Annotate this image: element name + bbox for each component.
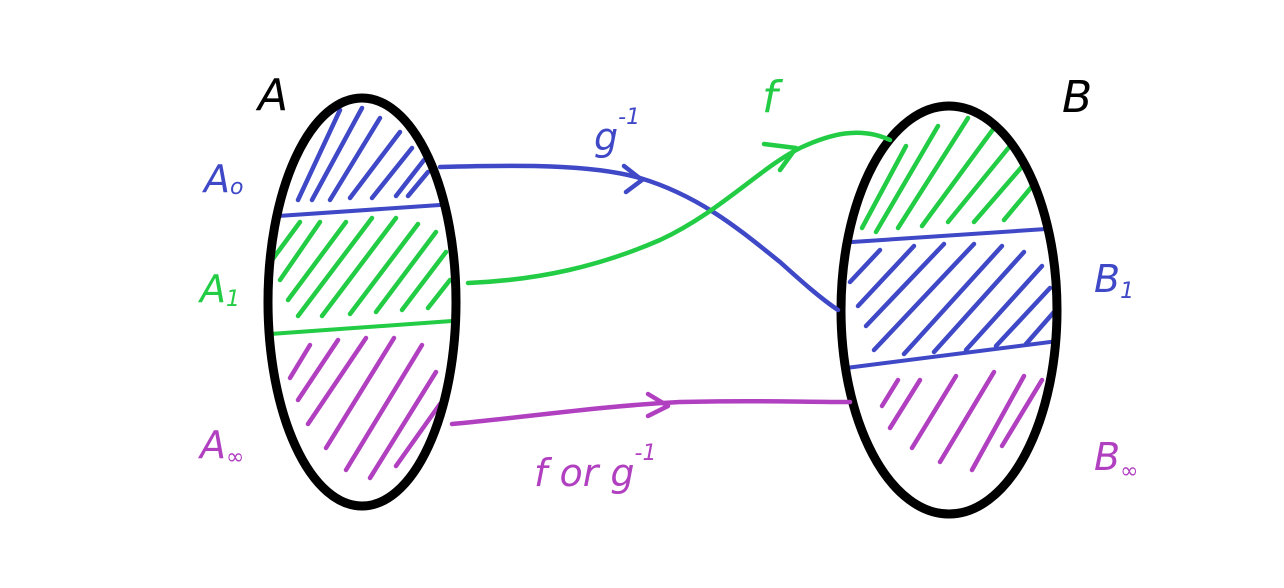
label-set-b: B bbox=[1062, 72, 1092, 123]
region-a1-hatch bbox=[269, 215, 453, 319]
region-b1-hatch bbox=[847, 241, 1057, 357]
label-set-a: A bbox=[255, 70, 288, 121]
label-a1: A1 bbox=[197, 267, 240, 312]
region-a0-hatch bbox=[295, 105, 431, 203]
region-binf-hatch bbox=[879, 369, 1045, 473]
divider-b1-binf bbox=[844, 339, 1057, 370]
arrow-g-inverse bbox=[437, 163, 841, 313]
region-b0-hatch bbox=[859, 115, 1037, 235]
label-a-inf: A∞ bbox=[197, 423, 244, 470]
label-b1: B1 bbox=[1094, 257, 1134, 304]
arrow-f bbox=[465, 130, 893, 286]
divider-a0-a1 bbox=[276, 203, 442, 218]
set-b-regions bbox=[844, 115, 1057, 473]
label-b-inf: B∞ bbox=[1094, 435, 1138, 484]
divider-b0-b1 bbox=[850, 227, 1048, 244]
label-a0: Ao bbox=[201, 157, 243, 201]
set-a-regions bbox=[268, 105, 454, 481]
set-a-outline bbox=[263, 93, 461, 511]
arrow-f-or-g-inverse bbox=[449, 391, 853, 427]
label-f: f bbox=[762, 72, 784, 123]
label-g-inverse: g-1 bbox=[594, 105, 640, 159]
region-ainf-hatch bbox=[287, 335, 443, 481]
divider-a1-ainf bbox=[268, 319, 454, 336]
label-f-or-g-inverse: f or g-1 bbox=[534, 441, 656, 495]
set-b-outline bbox=[836, 101, 1062, 519]
